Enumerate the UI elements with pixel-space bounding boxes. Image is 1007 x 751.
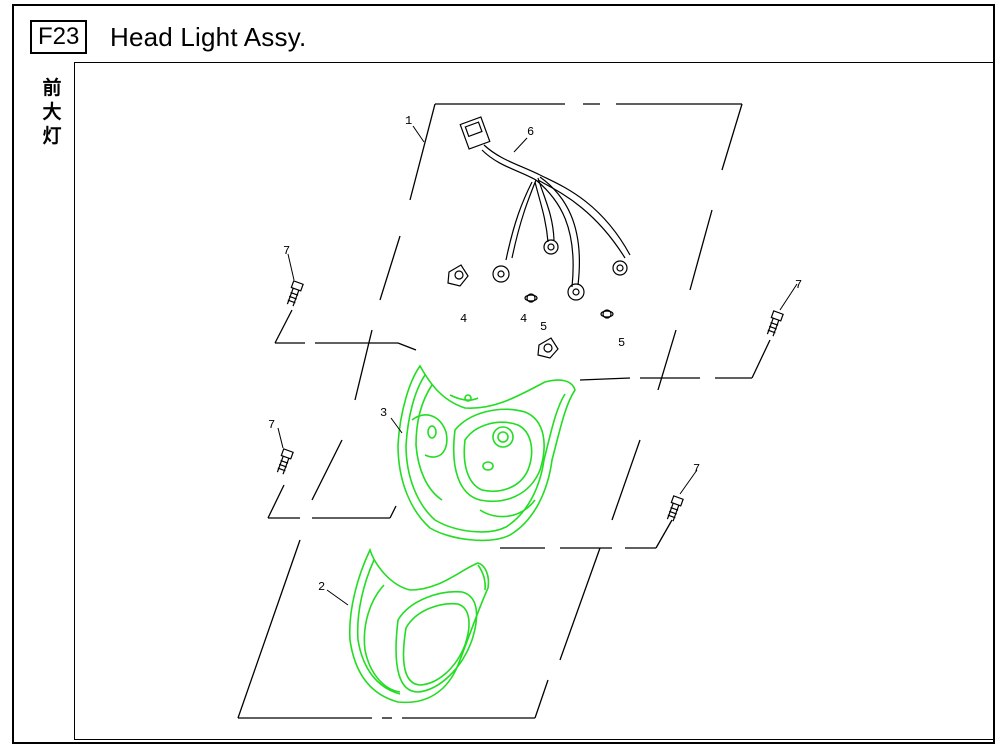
- side-label-char: 前: [42, 77, 62, 99]
- page-frame: [12, 4, 995, 744]
- callout-number: 5: [618, 336, 625, 350]
- callout-number: 3: [380, 406, 387, 420]
- wire-harness: [459, 116, 631, 301]
- headlight-housing: [397, 364, 576, 542]
- callout-number: 6: [527, 125, 534, 139]
- bolt-icon: [286, 280, 304, 307]
- leader-lines: [277, 125, 798, 606]
- bolt-icon: [666, 495, 684, 522]
- callout-number: 2: [318, 580, 325, 594]
- callout-number: 4: [520, 312, 527, 326]
- callout-numbers: 1 6 7 4 4 5 5 7 3 7 7 2: [268, 114, 802, 594]
- callout-number: 4: [460, 312, 467, 326]
- callout-number: 7: [693, 462, 700, 476]
- page-title: Head Light Assy.: [110, 22, 307, 52]
- side-label-char: 灯: [42, 125, 62, 147]
- assembly-boundary: [237, 103, 771, 719]
- side-label: 前 大 灯: [42, 76, 62, 148]
- callout-number: 7: [283, 244, 290, 258]
- callout-number: 1: [405, 114, 412, 128]
- bolt-icons: [276, 280, 784, 522]
- callout-number: 7: [795, 278, 802, 292]
- callout-number: 7: [268, 418, 275, 432]
- diagram-area: [74, 62, 994, 740]
- bolt-icon: [276, 448, 294, 475]
- headlight-lens: [348, 547, 490, 704]
- bolt-icon: [766, 310, 784, 337]
- side-label-char: 大: [42, 101, 62, 123]
- callout-number: 5: [540, 320, 547, 334]
- bulb-sockets: [447, 264, 614, 359]
- section-code: F23: [30, 20, 88, 54]
